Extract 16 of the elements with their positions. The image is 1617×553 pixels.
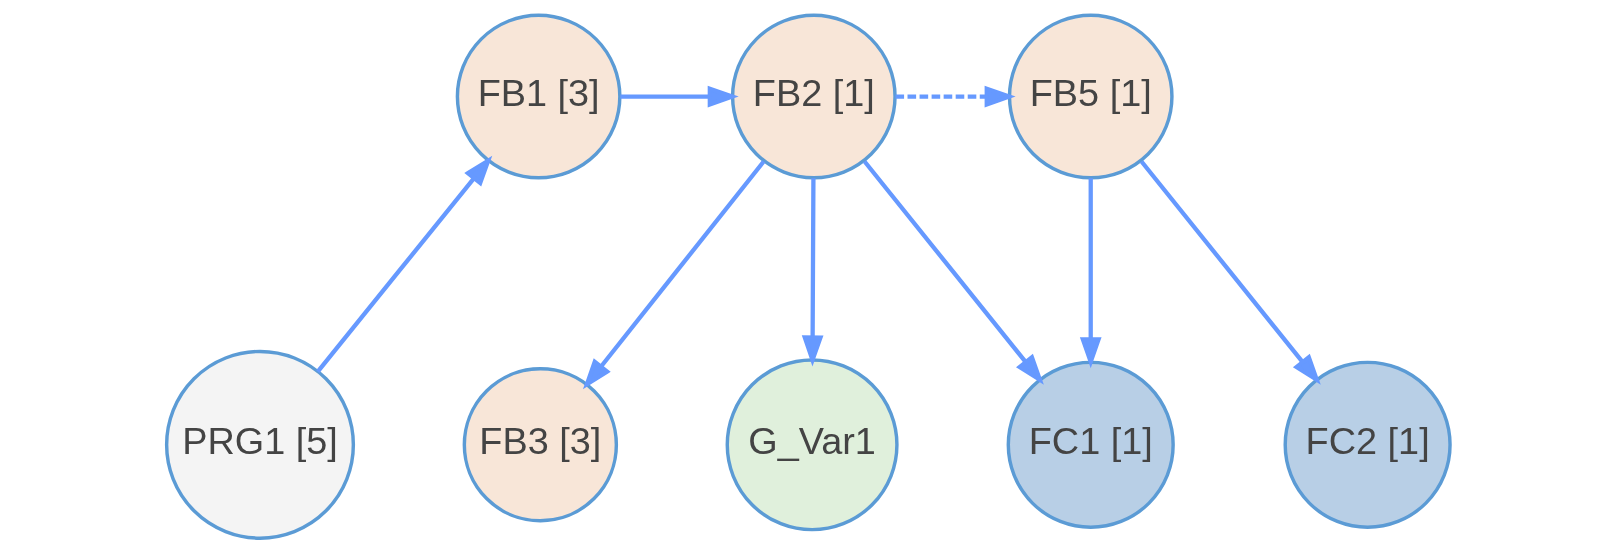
arrow bbox=[316, 155, 493, 373]
arrow bbox=[1079, 178, 1102, 369]
arrow bbox=[582, 160, 766, 390]
node-circle: FB2 [1] bbox=[730, 13, 897, 180]
node-circle: FC2 [1] bbox=[1283, 360, 1452, 529]
node-circle: FC1 [1] bbox=[1006, 360, 1175, 529]
node-circle: FB5 [1] bbox=[1007, 13, 1174, 180]
arrow bbox=[620, 85, 739, 108]
arrow bbox=[1139, 160, 1321, 385]
arrow bbox=[801, 178, 824, 367]
node-circle: FB1 [3] bbox=[455, 13, 622, 180]
arrow bbox=[862, 160, 1044, 385]
node-circle: FB3 [3] bbox=[462, 367, 619, 523]
node-circle: PRG1 [5] bbox=[164, 349, 356, 540]
arrow bbox=[895, 85, 1016, 108]
node-circle: G_Var1 bbox=[725, 358, 899, 532]
